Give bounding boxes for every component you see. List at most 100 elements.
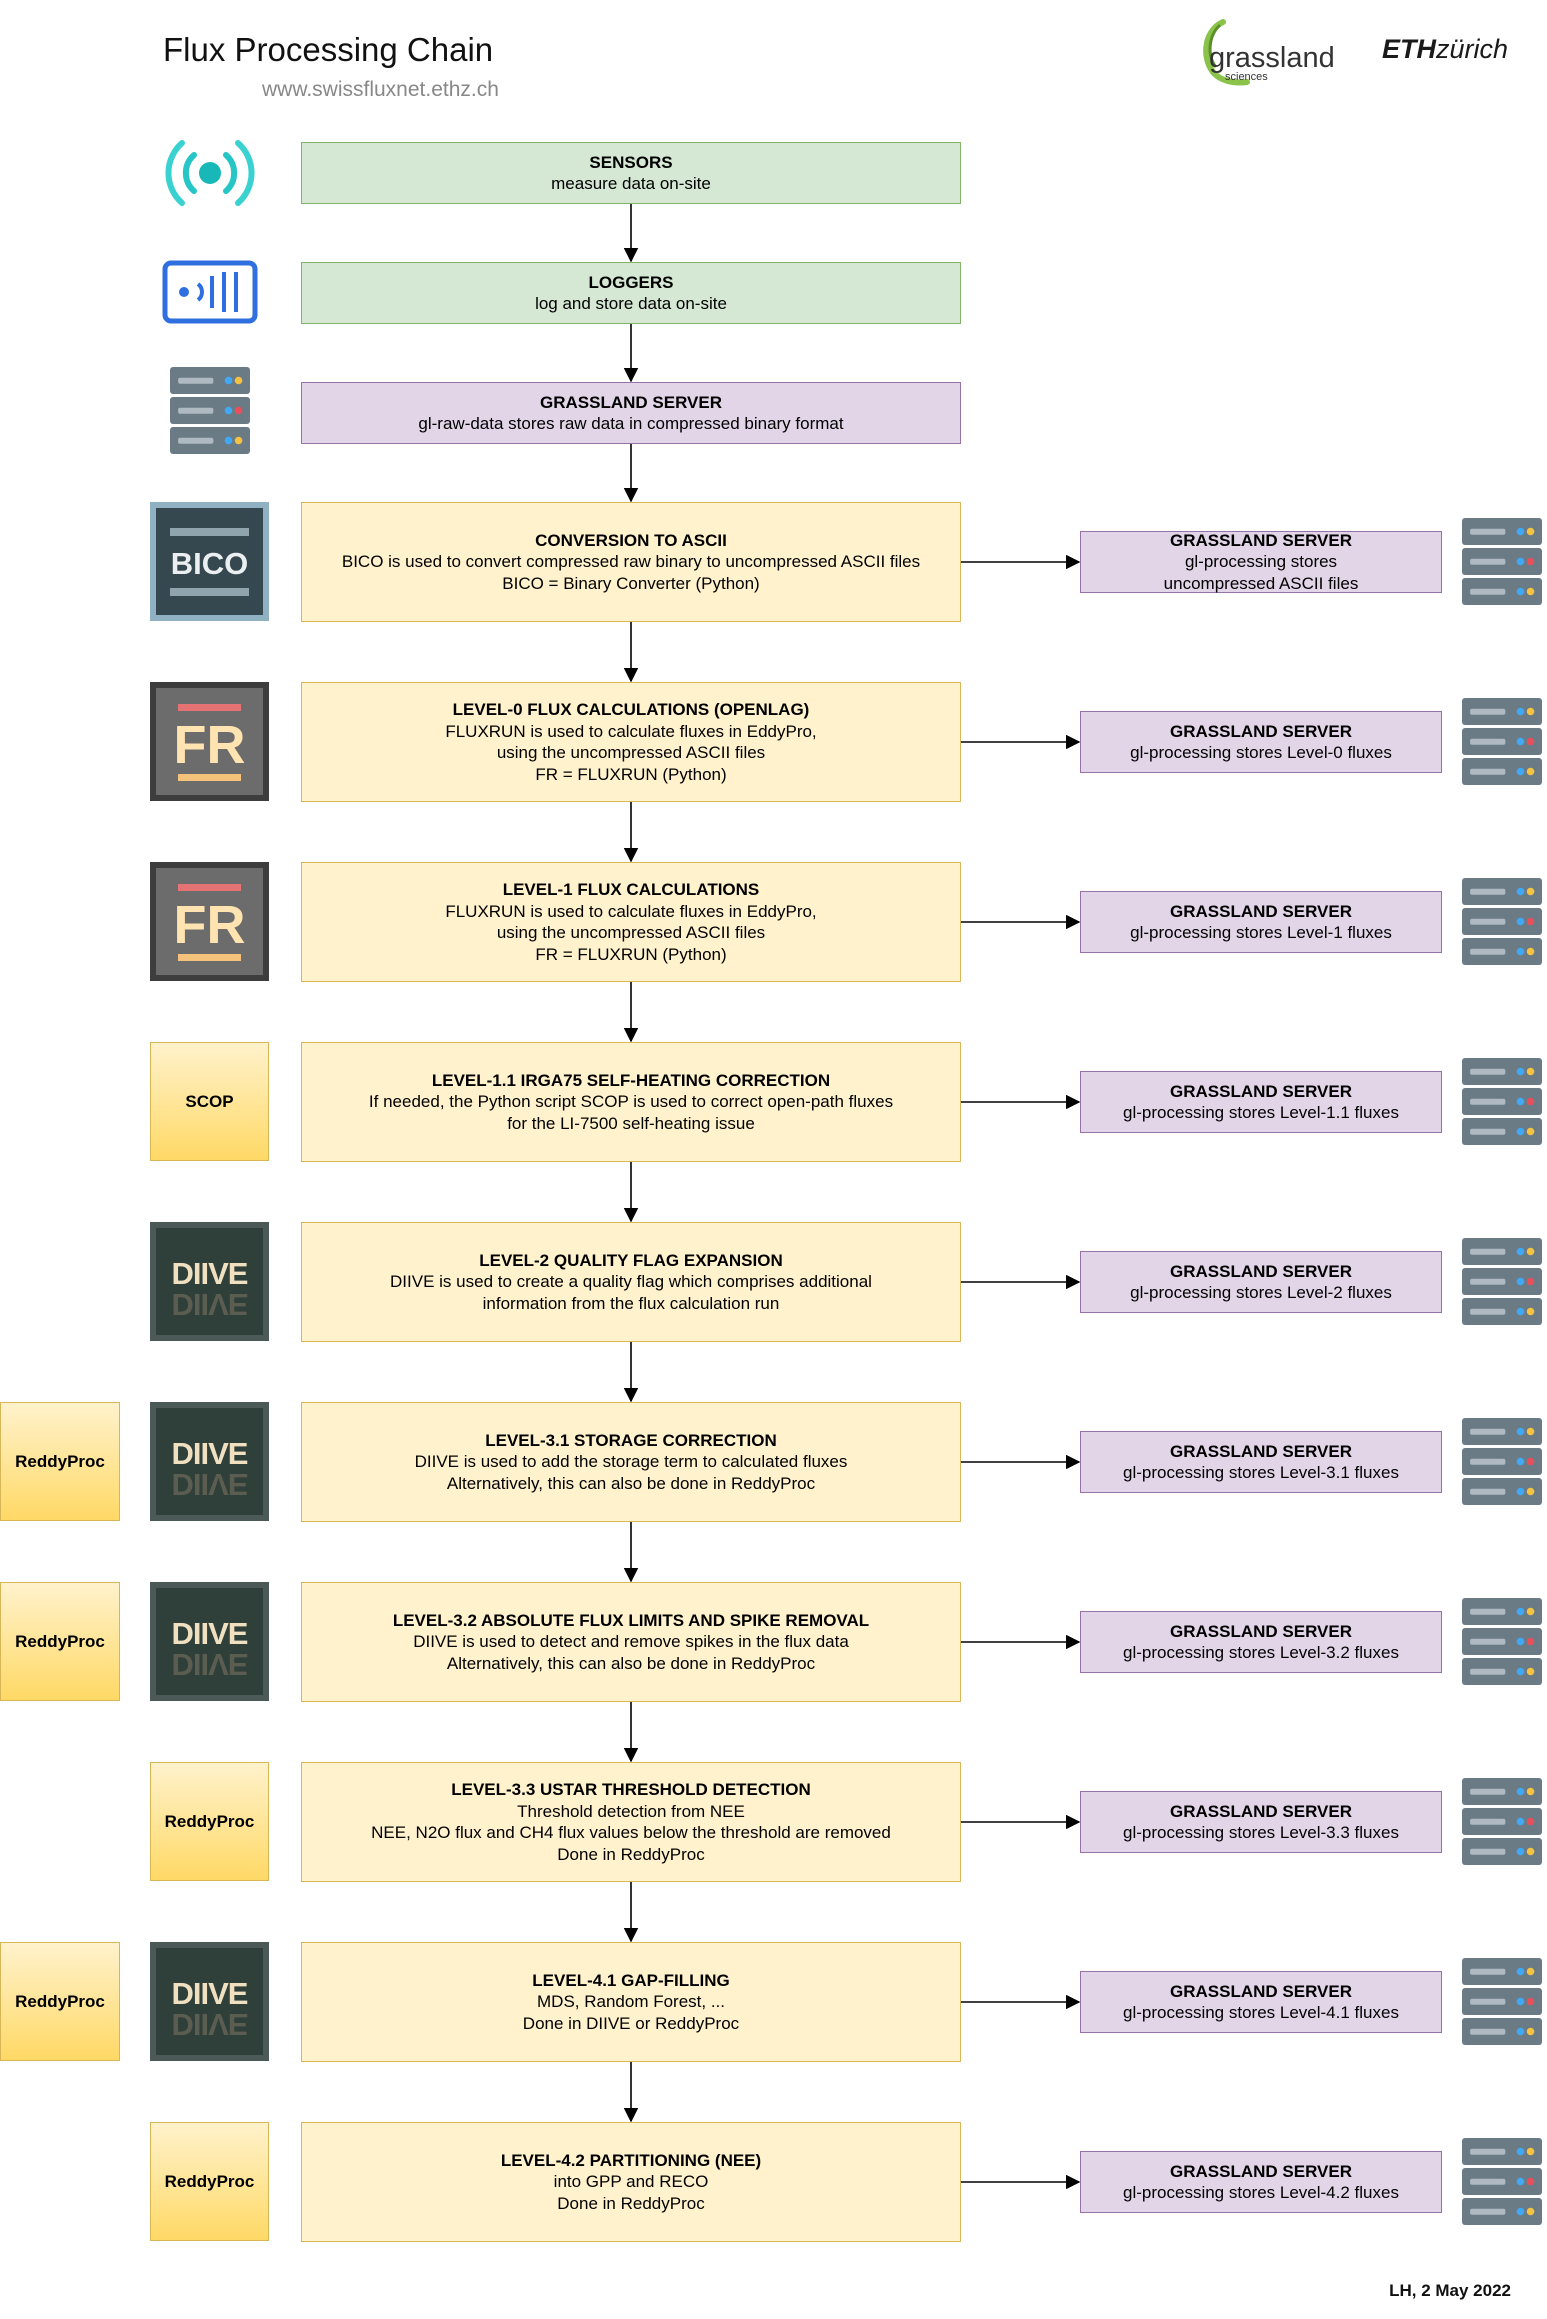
server-rack-icon (1460, 697, 1544, 787)
server-rack-icon (1460, 1057, 1544, 1147)
processing-server-box-1: GRASSLAND SERVER gl-processing stores Lev… (1080, 711, 1442, 773)
chain-step-12-line: Done in ReddyProc (557, 2193, 705, 2213)
server-rack-icon (1460, 1237, 1544, 1327)
processing-server-box-5-line: gl-processing stores Level-3.1 fluxes (1123, 1463, 1399, 1482)
chain-step-4-line: FR = FLUXRUN (Python) (535, 764, 727, 784)
chain-step-2-title: GRASSLAND SERVER (540, 392, 722, 412)
server-rack-icon (168, 366, 252, 456)
chain-step-3-line: BICO is used to convert compressed raw b… (341, 552, 921, 572)
bico-tile-label: BICO (170, 546, 249, 581)
server-rack-icon (1460, 877, 1544, 967)
bico-tile: BICO (150, 502, 269, 621)
processing-server-box-4-title: GRASSLAND SERVER (1170, 1261, 1352, 1281)
chain-step-3-title: CONVERSION TO ASCII (535, 530, 727, 550)
sensor-broadcast-icon (158, 133, 262, 213)
page-title: Flux Processing Chain (163, 31, 494, 68)
diive-tile-label: DIIVE (171, 1256, 249, 1291)
processing-server-box-6-title: GRASSLAND SERVER (1170, 1621, 1352, 1641)
diive-tile-label: DIIVE (171, 1436, 249, 1471)
grassland-logo-text: grassland (1209, 42, 1335, 74)
chain-step-1-title: LOGGERS (588, 272, 674, 292)
processing-server-box-4: GRASSLAND SERVER gl-processing stores Lev… (1080, 1251, 1442, 1313)
chain-step-0-line: measure data on-site (551, 174, 711, 193)
server-rack-icon (1460, 517, 1544, 607)
processing-server-box-8-line: gl-processing stores Level-4.1 fluxes (1123, 2003, 1399, 2022)
fluxrun-tile-label: FR (173, 715, 246, 775)
grassland-sciences-logo: grassland sciences (1195, 16, 1345, 90)
chain-step-8-line: Alternatively, this can also be done in … (446, 1473, 816, 1493)
chain-step-11-title: LEVEL-4.1 GAP-FILLING (532, 1970, 730, 1990)
grassland-swoosh-icon (1203, 19, 1250, 86)
logger-signal-icon (162, 260, 258, 324)
reddyproc-side-label: ReddyProc (15, 1631, 105, 1651)
processing-server-box-1-line: gl-processing stores Level-0 fluxes (1130, 743, 1392, 762)
processing-server-box-0-title: GRASSLAND SERVER (1170, 530, 1352, 550)
chain-step-4-line: FLUXRUN is used to calculate fluxes in E… (445, 721, 817, 741)
reddyproc-side-tile: ReddyProc (0, 1582, 120, 1701)
chain-step-9-title: LEVEL-3.2 ABSOLUTE FLUX LIMITS AND SPIKE… (392, 1610, 870, 1630)
diive-tile: DIIVE DIIVE (150, 1222, 269, 1341)
server-rack-icon (1460, 1417, 1544, 1507)
chain-step-3-line: BICO = Binary Converter (Python) (502, 573, 760, 593)
processing-server-box-3-line: gl-processing stores Level-1.1 fluxes (1123, 1103, 1399, 1122)
chain-step-12: LEVEL-4.2 PARTITIONING (NEE)into GPP and… (301, 2122, 961, 2242)
reddyproc-side-label: ReddyProc (15, 1451, 105, 1471)
eth-logo-rest: zürich (1436, 34, 1509, 64)
scop-tile-label: SCOP (185, 1091, 234, 1111)
processing-server-box-7-title: GRASSLAND SERVER (1170, 1801, 1352, 1821)
eth-logo-bold: ETH (1382, 34, 1436, 64)
chain-step-7-line: information from the flux calculation ru… (482, 1293, 780, 1313)
chain-step-5-title: LEVEL-1 FLUX CALCULATIONS (502, 880, 760, 899)
chain-step-6-title: LEVEL-1.1 IRGA75 SELF-HEATING CORRECTION (431, 1070, 831, 1090)
chain-step-12-line: into GPP and RECO (553, 2172, 709, 2192)
processing-server-box-4-line: gl-processing stores Level-2 fluxes (1130, 1283, 1392, 1302)
chain-step-1-line: log and store data on-site (535, 294, 727, 313)
chain-step-0-title: SENSORS (589, 152, 673, 172)
chain-step-9: LEVEL-3.2 ABSOLUTE FLUX LIMITS AND SPIKE… (301, 1582, 961, 1702)
diive-tile-label: DIIVE (171, 1976, 249, 2011)
diive-tile-label: DIIVE (171, 1616, 249, 1651)
chain-step-6-line: for the LI-7500 self-heating issue (507, 1113, 755, 1133)
reddyproc-side-label: ReddyProc (15, 1991, 105, 2011)
grassland-logo-subtext: sciences (1225, 71, 1268, 83)
chain-step-10-title: LEVEL-3.3 USTAR THRESHOLD DETECTION (451, 1780, 811, 1799)
chain-step-7-line: DIIVE is used to create a quality flag w… (390, 1272, 872, 1292)
scop-tile: SCOP (150, 1042, 269, 1161)
processing-server-box-0-line: uncompressed ASCII files (1163, 573, 1359, 593)
chain-step-10: LEVEL-3.3 USTAR THRESHOLD DETECTION Thres… (301, 1762, 961, 1882)
chain-step-0: SENSORS measure data on-site (301, 142, 961, 204)
fluxrun-tile: FR (150, 682, 269, 801)
diive-tile: DIIVE DIIVE (150, 1582, 269, 1701)
processing-server-box-3-title: GRASSLAND SERVER (1170, 1081, 1352, 1101)
reddyproc-side-tile: ReddyProc (0, 1942, 120, 2061)
chain-step-10-line: Threshold detection from NEE (517, 1801, 745, 1821)
reddyproc-tile: ReddyProc (150, 1762, 269, 1881)
website-url: www.swissfluxnet.ethz.ch (262, 78, 499, 101)
processing-server-box-1-title: GRASSLAND SERVER (1170, 721, 1352, 741)
processing-server-box-9-line: gl-processing stores Level-4.2 fluxes (1123, 2183, 1399, 2202)
reddyproc-side-tile: ReddyProc (0, 1402, 120, 1521)
chain-step-7-title: LEVEL-2 QUALITY FLAG EXPANSION (479, 1250, 783, 1270)
chain-step-10-line: Done in ReddyProc (557, 1844, 705, 1864)
diive-tile: DIIVE DIIVE (150, 1402, 269, 1521)
reddyproc-tile: ReddyProc (150, 2122, 269, 2241)
processing-server-box-5-title: GRASSLAND SERVER (1170, 1441, 1352, 1461)
processing-server-box-5: GRASSLAND SERVER gl-processing stores Lev… (1080, 1431, 1442, 1493)
server-rack-icon (1460, 1597, 1544, 1687)
processing-server-box-7-line: gl-processing stores Level-3.3 fluxes (1123, 1823, 1399, 1842)
processing-server-box-8-title: GRASSLAND SERVER (1170, 1981, 1352, 2001)
eth-zurich-logo: ETHzürich (1382, 34, 1508, 65)
chain-step-10-line: NEE, N2O flux and CH4 flux values below … (371, 1823, 891, 1842)
server-rack-icon (1460, 2137, 1544, 2227)
processing-server-box-2-title: GRASSLAND SERVER (1170, 901, 1352, 921)
processing-server-box-9-title: GRASSLAND SERVER (1170, 2161, 1352, 2181)
processing-server-box-3: GRASSLAND SERVER gl-processing stores Lev… (1080, 1071, 1442, 1133)
chain-step-9-line: DIIVE is used to detect and remove spike… (413, 1632, 849, 1652)
chain-step-1: LOGGERS log and store data on-site (301, 262, 961, 324)
footer-credit: LH, 2 May 2022 (1389, 2281, 1511, 2300)
